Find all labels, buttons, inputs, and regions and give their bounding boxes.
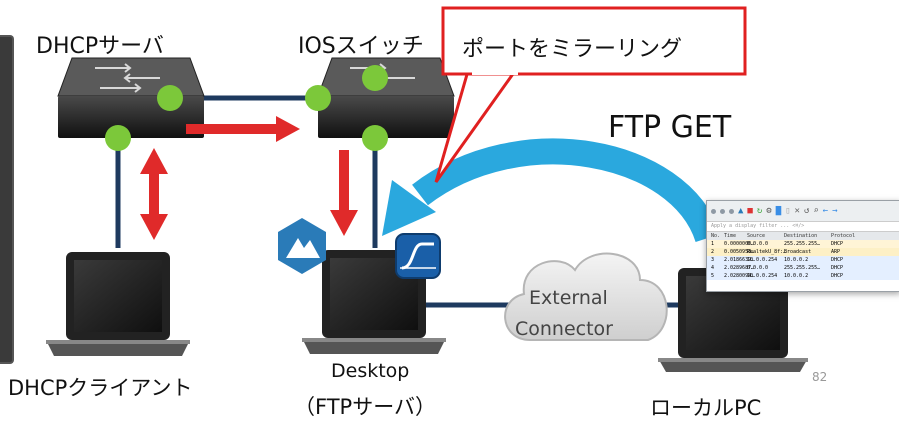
search-icon: ⌕ <box>813 206 819 216</box>
cell: 4 <box>711 265 715 271</box>
cell: 2.0289687… <box>724 265 755 271</box>
wireshark-toolbar: ▲ ■ ↻ ⚙ ▇ ▯ ✕ ↺ ⌕ ← → <box>707 201 899 221</box>
cell: 255.255.255… <box>784 265 821 271</box>
column-header: Destination <box>784 233 818 239</box>
arrow-server-client <box>149 170 159 218</box>
external-connector-cloud <box>504 252 668 341</box>
column-header: Source <box>747 233 766 239</box>
port-dots <box>105 65 388 151</box>
desktop-label: Desktop <box>331 360 410 382</box>
cell: RealtekU_8f:… <box>747 249 787 255</box>
cell: Broadcast <box>784 249 812 255</box>
arrow-switch-to-desktop <box>339 150 349 212</box>
dhcp-client-label: DHCPクライアント <box>8 376 193 400</box>
restart-icon: ↻ <box>756 206 763 216</box>
column-header: Time <box>724 233 737 239</box>
forward-icon: → <box>832 206 838 216</box>
cell: 0.0000000… <box>724 241 755 247</box>
ftp-get-label: FTP GET <box>608 110 732 145</box>
ios-switch-device <box>317 57 455 138</box>
packet-row: 1 0.0000000… 0.0.0.0 255.255.255… DHCP <box>707 240 899 248</box>
close-file-icon: ✕ <box>794 206 800 216</box>
cell: 2.0280094… <box>724 273 755 279</box>
cell: DHCP <box>831 257 844 263</box>
cell: 5 <box>711 273 715 279</box>
left-edge-frame <box>0 35 14 364</box>
wireshark-window: ▲ ■ ↻ ⚙ ▇ ▯ ✕ ↺ ⌕ ← → Apply a display fi… <box>706 200 899 292</box>
gear-icon: ⚙ <box>766 206 772 216</box>
cloud-label-line2: Connector <box>515 318 613 340</box>
cloud-label-line1: External <box>529 287 608 309</box>
shark-fin-icon: ▲ <box>738 206 744 216</box>
cell: 0.0.0.0 <box>747 265 769 271</box>
red-arrows <box>140 116 358 240</box>
port-dot-switch-top <box>362 65 388 91</box>
port-dot-switch-bottom <box>362 125 388 151</box>
cell: 10.0.0.254 <box>747 257 778 263</box>
dhcp-client-laptop <box>46 252 190 356</box>
folder-icon: ▇ <box>775 206 782 216</box>
display-filter-input: Apply a display filter ... <⌘/> <box>707 221 899 232</box>
dhcp-server-label: DHCPサーバ <box>36 34 164 59</box>
ftp-get-arrow <box>382 138 721 243</box>
cell: 255.255.255… <box>784 241 821 247</box>
callout-text: ポートをミラーリング <box>462 37 683 62</box>
wireshark-fin-icon <box>395 233 441 279</box>
packet-list-header: No. Time Source Destination Protocol <box>707 232 899 240</box>
cell: DHCP <box>831 265 844 271</box>
port-dot-server-bottom <box>105 125 131 151</box>
window-dot-icon <box>720 208 725 214</box>
packet-row: 5 2.0280094… 10.0.0.254 10.0.0.2 DHCP <box>707 272 899 280</box>
cell: 10.0.0.254 <box>747 273 778 279</box>
cell: 2.0186639… <box>724 257 755 263</box>
cell: 0.0.0.0 <box>747 241 769 247</box>
page-number: 82 <box>812 370 828 384</box>
mountain-logo-icon <box>278 218 326 274</box>
packet-row: 2 0.0050958… RealtekU_8f:… Broadcast ARP <box>707 248 899 256</box>
column-header: No. <box>711 233 721 239</box>
window-dot-icon <box>711 208 716 214</box>
cell: DHCP <box>831 273 844 279</box>
port-dot-server-right <box>157 85 183 111</box>
file-icon: ▯ <box>785 206 791 216</box>
cell: 10.0.0.2 <box>784 257 809 263</box>
column-header: Protocol <box>831 233 856 239</box>
reload-icon: ↺ <box>803 206 810 216</box>
cell: ARP <box>831 249 841 255</box>
back-icon: ← <box>822 206 829 216</box>
mirroring-callout <box>434 6 747 183</box>
cell: 1 <box>711 241 715 247</box>
stop-icon: ■ <box>747 206 753 216</box>
cell: 3 <box>711 257 715 263</box>
cell: 2 <box>711 249 715 255</box>
arrow-server-to-switch <box>186 124 276 134</box>
packet-row: 3 2.0186639… 10.0.0.254 10.0.0.2 DHCP <box>707 256 899 264</box>
desktop-sublabel: （FTPサーバ） <box>294 395 436 419</box>
port-dot-switch-left <box>305 85 331 111</box>
packet-row: 4 2.0289687… 0.0.0.0 255.255.255… DHCP <box>707 264 899 272</box>
cell: 10.0.0.2 <box>784 273 809 279</box>
cell: DHCP <box>831 241 844 247</box>
ios-switch-label: IOSスイッチ <box>298 34 424 59</box>
window-dot-icon <box>729 208 734 214</box>
cell: 0.0050958… <box>724 249 755 255</box>
local-pc-label: ローカルPC <box>650 396 762 420</box>
local-pc-laptop <box>658 268 808 372</box>
